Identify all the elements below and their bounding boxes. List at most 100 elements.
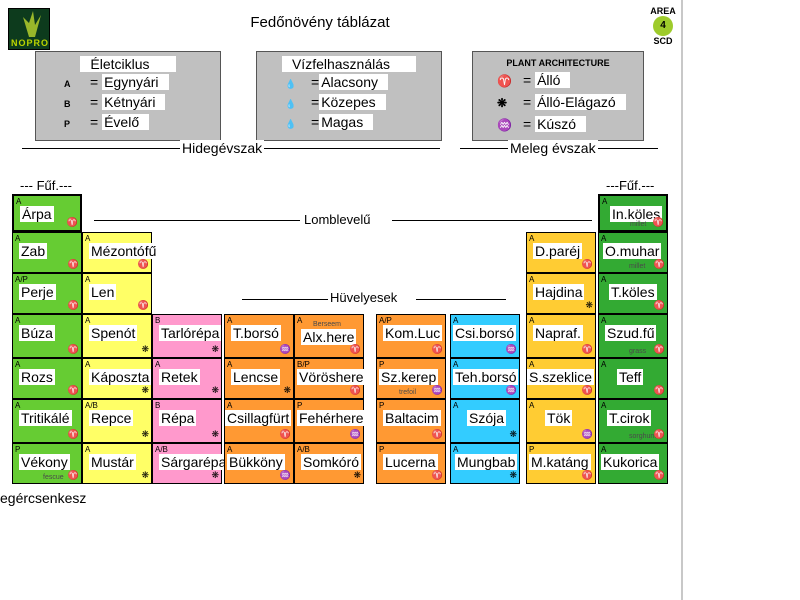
cell-label: Lucerna: [383, 454, 438, 470]
branched-icon: ❋: [211, 429, 219, 439]
creeping-icon: ♒: [279, 344, 291, 354]
upright-icon: ♈: [431, 344, 443, 354]
cell-sublabel: grass: [629, 348, 647, 355]
upright-icon: ♈: [431, 429, 443, 439]
lifecycle-code: P: [379, 360, 385, 369]
upright-icon: ♈: [67, 259, 79, 269]
water-title: Vízfelhasználás: [281, 56, 417, 72]
lifecycle-key: P: [64, 119, 71, 129]
cell-label: In.köles: [610, 206, 663, 222]
area-logo: AREA 4 SCD: [650, 6, 676, 46]
cell-label: Csi.borsó: [453, 325, 517, 341]
lifecycle-code: A/P: [15, 275, 28, 284]
architecture-label: Álló: [535, 72, 571, 88]
lifecycle-code: A: [227, 401, 233, 410]
cell-label: Szója: [467, 410, 507, 426]
lifecycle-code: A: [601, 316, 607, 325]
cell-label: Tarlórépa: [159, 325, 222, 341]
creeping-icon: ♒: [505, 344, 517, 354]
cell-label: Vékony: [19, 454, 70, 470]
cell-sublabel: Berseem: [313, 321, 342, 328]
lifecycle-code: P: [379, 445, 385, 454]
cell-label: M.katáng: [529, 454, 591, 470]
lifecycle-label: Évelő: [102, 114, 150, 130]
upright-icon: ♈: [67, 385, 79, 395]
lifecycle-code: B: [155, 401, 161, 410]
upright-icon: ♈: [66, 217, 78, 227]
upright-icon: ♈: [349, 385, 361, 395]
cell-label: Napraf.: [533, 325, 583, 341]
lifecycle-legend: Életciklus A= Egynyári B= Kétnyári P= Év…: [35, 51, 221, 141]
lifecycle-code: A: [453, 401, 459, 410]
cell-sublabel: millet: [630, 221, 647, 228]
lifecycle-code: A: [85, 275, 91, 284]
lifecycle-code: A: [529, 234, 535, 243]
lifecycle-code: A: [453, 316, 459, 325]
branched-icon: ❋: [211, 470, 219, 480]
lifecycle-label: Kétnyári: [102, 94, 166, 110]
cell-label: Hajdina: [533, 284, 585, 300]
legume-line-left: [242, 299, 328, 300]
cell-label: Perje: [19, 284, 56, 300]
branched-icon: ❋: [509, 470, 517, 480]
lifecycle-code: A: [227, 316, 233, 325]
cell-label: Árpa: [20, 206, 54, 222]
lifecycle-code: A: [297, 316, 303, 325]
warm-season: Meleg évszak: [460, 140, 658, 162]
cell-label: Retek: [159, 369, 200, 385]
lifecycle-code: A: [453, 445, 459, 454]
lifecycle-code: A: [601, 401, 607, 410]
upright-icon: ♈: [581, 344, 593, 354]
upright-icon: ♈: [653, 344, 665, 354]
cool-season: Hidegévszak: [22, 140, 440, 162]
cell-label: Tök: [545, 410, 573, 426]
cell-label: Teh.borsó: [453, 369, 519, 385]
